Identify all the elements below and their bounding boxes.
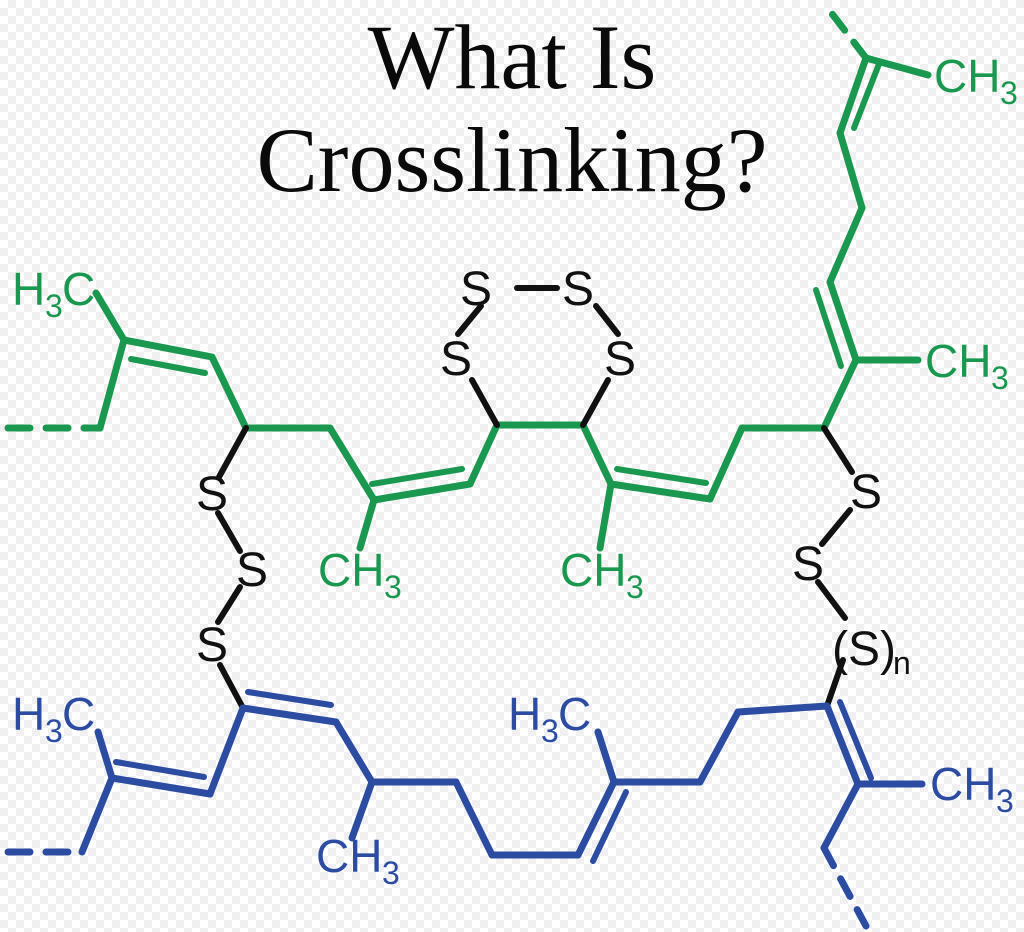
upper-chain-segment-center-2	[579, 421, 615, 488]
lower-chain-double-bond-1-main	[108, 774, 214, 798]
sulfur-atom-right-bridge-2: S	[792, 538, 824, 591]
upper-chain-double-bond-2-inner	[369, 466, 465, 487]
sulfur-atom-right-bridge-1: S	[850, 466, 882, 519]
label-h3c-bottom-left-sub: 3	[45, 713, 63, 749]
sulfur-polysulfide-label: (S)	[832, 623, 896, 676]
ring-bond-s-s-left	[455, 303, 484, 337]
ring-bond-c-to-s-right	[580, 377, 611, 428]
upper-chain-double-bond-3-inner	[614, 466, 709, 486]
left-bridge-bond-s2-s3	[215, 584, 243, 625]
sulfur-atom-ring-top-right: S	[562, 263, 594, 316]
upper-chain-segment-left-1	[96, 336, 128, 432]
upper-chain-segment-left-4	[326, 424, 378, 504]
label-ch3-bottom-left-branch-sub: 3	[382, 855, 400, 891]
label-ch3-right-lower: CH	[925, 335, 991, 387]
lower-chain-segment-left-1	[78, 774, 116, 856]
label-h3c-bottom-left: H	[12, 688, 45, 740]
label-ch3-bottom-right: CH	[930, 758, 996, 810]
lower-chain-methyl-stub-left	[94, 728, 116, 782]
lower-polymer-chain	[4, 689, 926, 930]
upper-chain-double-bond-3-main	[607, 480, 714, 503]
label-ch3-center-left-sub: 3	[384, 569, 402, 605]
lower-chain-segment-right-2	[696, 708, 742, 786]
lower-chain-segment-left-2	[206, 704, 247, 798]
upper-chain-double-bond-4-main	[826, 278, 860, 364]
label-ch3-center-left: CH	[318, 544, 384, 596]
label-h3c-top-left-c: C	[62, 263, 95, 315]
ring-bond-c-to-s-left	[469, 377, 500, 428]
left-bridge-bond-s1-s2	[215, 510, 243, 554]
upper-chain-open-end-top	[822, 2, 870, 62]
lower-chain-double-bond-4-inner	[837, 699, 874, 781]
sulfur-atom-left-bridge-2: S	[236, 544, 268, 597]
label-h3c-bottom-left-c: C	[62, 688, 95, 740]
sulfur-polysulfide-subscript: n	[893, 645, 911, 681]
sulfur-atom-ring-top-left: S	[460, 263, 492, 316]
upper-chain-segment-right-4	[826, 204, 866, 286]
upper-chain-segment-left-2	[208, 353, 250, 432]
upper-chain-methyl-stub-center-right	[596, 480, 615, 552]
upper-chain-double-bond-2-main	[370, 480, 474, 504]
upper-chain-methyl-stub-right-upper	[862, 54, 932, 79]
upper-polymer-chain	[4, 2, 932, 552]
upper-chain-labels: H 3 C CH 3 CH 3 CH 3 CH 3	[12, 50, 1018, 605]
ring-sulfur-labels: S S S S	[440, 263, 636, 386]
upper-chain-segment-right-3	[820, 356, 860, 432]
left-bridge-bond-s3-c	[217, 662, 246, 711]
lower-chain-double-bond-4-main	[823, 702, 862, 788]
upper-chain-segment-right-5	[836, 129, 866, 212]
lower-chain-methyl-stub-center	[594, 728, 618, 786]
lower-chain-segment-right-3	[734, 702, 831, 716]
lower-chain-double-bond-2-inner	[245, 689, 334, 708]
sulfur-atom-left-bridge-1: S	[196, 468, 228, 521]
label-ch3-right-lower-sub: 3	[991, 360, 1009, 396]
left-bridge-bond-c-s1	[216, 425, 249, 480]
cyclic-tetrasulfide-ring	[455, 285, 621, 428]
sulfur-atom-ring-left: S	[440, 333, 472, 386]
lower-chain-open-end-bottom	[820, 844, 870, 930]
lower-chain-double-bond-1-inner	[113, 759, 207, 780]
upper-chain-segment-center-1	[466, 421, 501, 488]
label-ch3-bottom-left-branch: CH	[316, 830, 382, 882]
trisulfide-bridge-left	[215, 425, 249, 711]
label-ch3-center-right-sub: 3	[626, 569, 644, 605]
lower-chain-segment-right-4	[820, 780, 862, 852]
sulfur-atom-ring-right: S	[604, 333, 636, 386]
lower-chain-segment-center-2	[452, 778, 496, 859]
upper-chain-segment-right-1	[706, 424, 746, 503]
lower-chain-segment-left-3	[332, 718, 376, 786]
right-bridge-bond-s2-sn	[815, 579, 848, 621]
label-h3c-top-left-sub: 3	[45, 288, 63, 324]
upper-chain-methyl-stub-left	[92, 289, 128, 344]
ring-bond-s-s-right	[593, 303, 621, 337]
upper-chain-methyl-stub-center-left	[356, 496, 378, 552]
upper-chain-double-bond-4-inner	[813, 287, 844, 369]
label-ch3-top-right-sub: 3	[1000, 75, 1018, 111]
label-ch3-center-right: CH	[560, 544, 626, 596]
label-h3c-top-left: H	[12, 263, 45, 315]
right-bridge-bond-c-s1	[821, 425, 855, 475]
label-ch3-bottom-right-sub: 3	[996, 783, 1014, 819]
polysulfide-bridge-right	[815, 425, 855, 709]
lower-chain-double-bond-3-inner	[590, 789, 629, 864]
label-ch3-top-right: CH	[934, 50, 1000, 102]
label-h3c-bottom-center-c: C	[558, 688, 591, 740]
lower-chain-double-bond-3-main	[574, 778, 618, 859]
label-h3c-bottom-center: H	[508, 688, 541, 740]
upper-chain-double-bond-5-inner	[851, 61, 882, 131]
lower-chain-double-bond-2-main	[239, 704, 340, 726]
left-bridge-sulfur-labels: S S S	[196, 468, 268, 672]
upper-chain-double-bond-1-inner	[128, 356, 208, 376]
upper-chain-double-bond-5-main	[836, 54, 870, 137]
label-h3c-bottom-center-sub: 3	[541, 713, 559, 749]
right-bridge-sulfur-labels: S S (S) n	[792, 466, 911, 681]
lower-chain-labels: H 3 C H 3 C CH 3 CH 3	[12, 688, 1014, 891]
right-bridge-bond-s1-s2	[819, 507, 853, 547]
upper-chain-double-bond-1-main	[120, 336, 216, 361]
right-bridge-bond-sn-c	[824, 657, 846, 709]
sulfur-atom-left-bridge-3: S	[196, 619, 228, 672]
lower-chain-methyl-stub-center-left	[348, 778, 376, 842]
